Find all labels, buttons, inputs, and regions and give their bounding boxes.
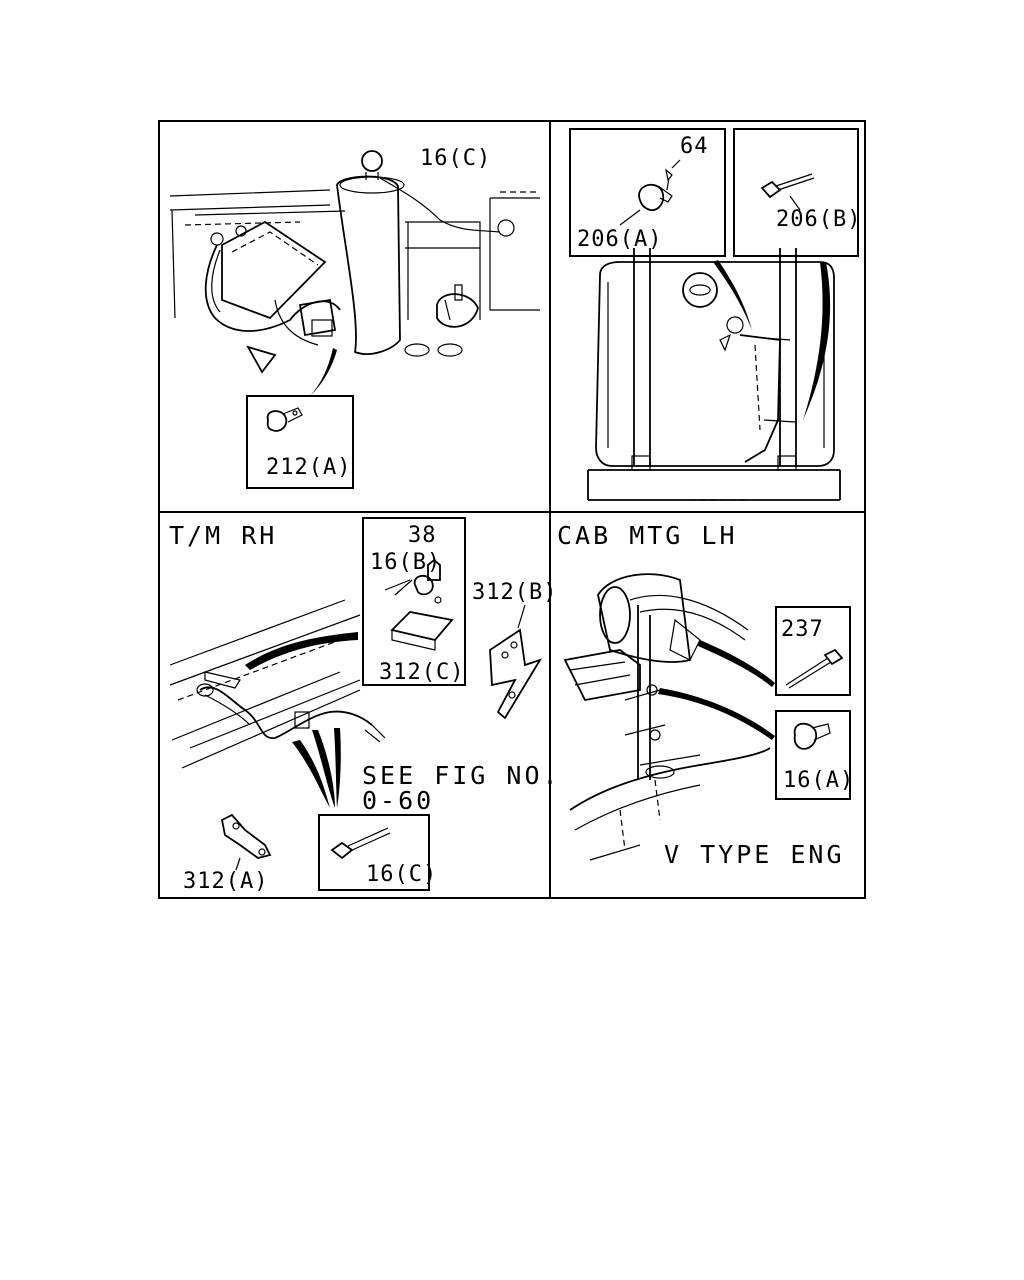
part-tie-16c-icon <box>330 827 391 860</box>
part-clip-212a-icon <box>266 407 303 432</box>
part-tie-237-icon <box>785 648 844 689</box>
callout-box-206a <box>569 128 726 257</box>
part-tie-206b-icon <box>760 173 815 211</box>
leader-206a-64 <box>619 159 681 226</box>
panel-title-cab-mtg-lh: CAB MTG LH <box>557 521 738 550</box>
callout-label-237: 237 <box>781 617 824 642</box>
callout-label-312c: 312(C) <box>379 660 465 685</box>
callout-label-38: 38 <box>408 523 437 548</box>
callout-box-237 <box>775 606 851 696</box>
panel-top-left-drawing <box>169 150 540 396</box>
callout-box-312c <box>362 517 466 686</box>
panel-bottom-left-drawing <box>169 579 543 871</box>
footer-v-type-eng: V TYPE ENG <box>664 840 845 869</box>
diagram-frame <box>158 120 866 899</box>
see-fig-note-line2: 0-60 <box>362 786 435 815</box>
panel-title-tm-rh: T/M RH <box>169 521 278 550</box>
callout-label-206b: 206(B) <box>776 207 862 232</box>
callout-label-212a: 212(A) <box>266 455 352 480</box>
callout-box-16a <box>775 710 851 800</box>
part-bracket-312c-icon <box>390 558 454 651</box>
callout-label-64: 64 <box>680 134 709 159</box>
panel-top-right-drawing <box>587 248 841 501</box>
callout-box-16c-lower <box>318 814 430 891</box>
callout-label-312b: 312(B) <box>472 580 558 605</box>
callout-label-16a: 16(A) <box>783 768 855 793</box>
callout-label-312a: 312(A) <box>183 869 269 894</box>
see-fig-note-line1: SEE FIG NO. <box>362 761 561 790</box>
callout-label-16c-bottom: 16(C) <box>366 862 438 887</box>
callout-label-16b: 16(B) <box>370 550 442 575</box>
callout-box-206b <box>733 128 859 257</box>
part-clamp-206a-icon <box>638 168 673 211</box>
panel-bottom-right-drawing <box>563 573 775 861</box>
callout-label-16c-top: 16(C) <box>420 146 492 171</box>
callout-label-206a: 206(A) <box>577 227 663 252</box>
part-clip-16a-icon <box>793 722 831 750</box>
